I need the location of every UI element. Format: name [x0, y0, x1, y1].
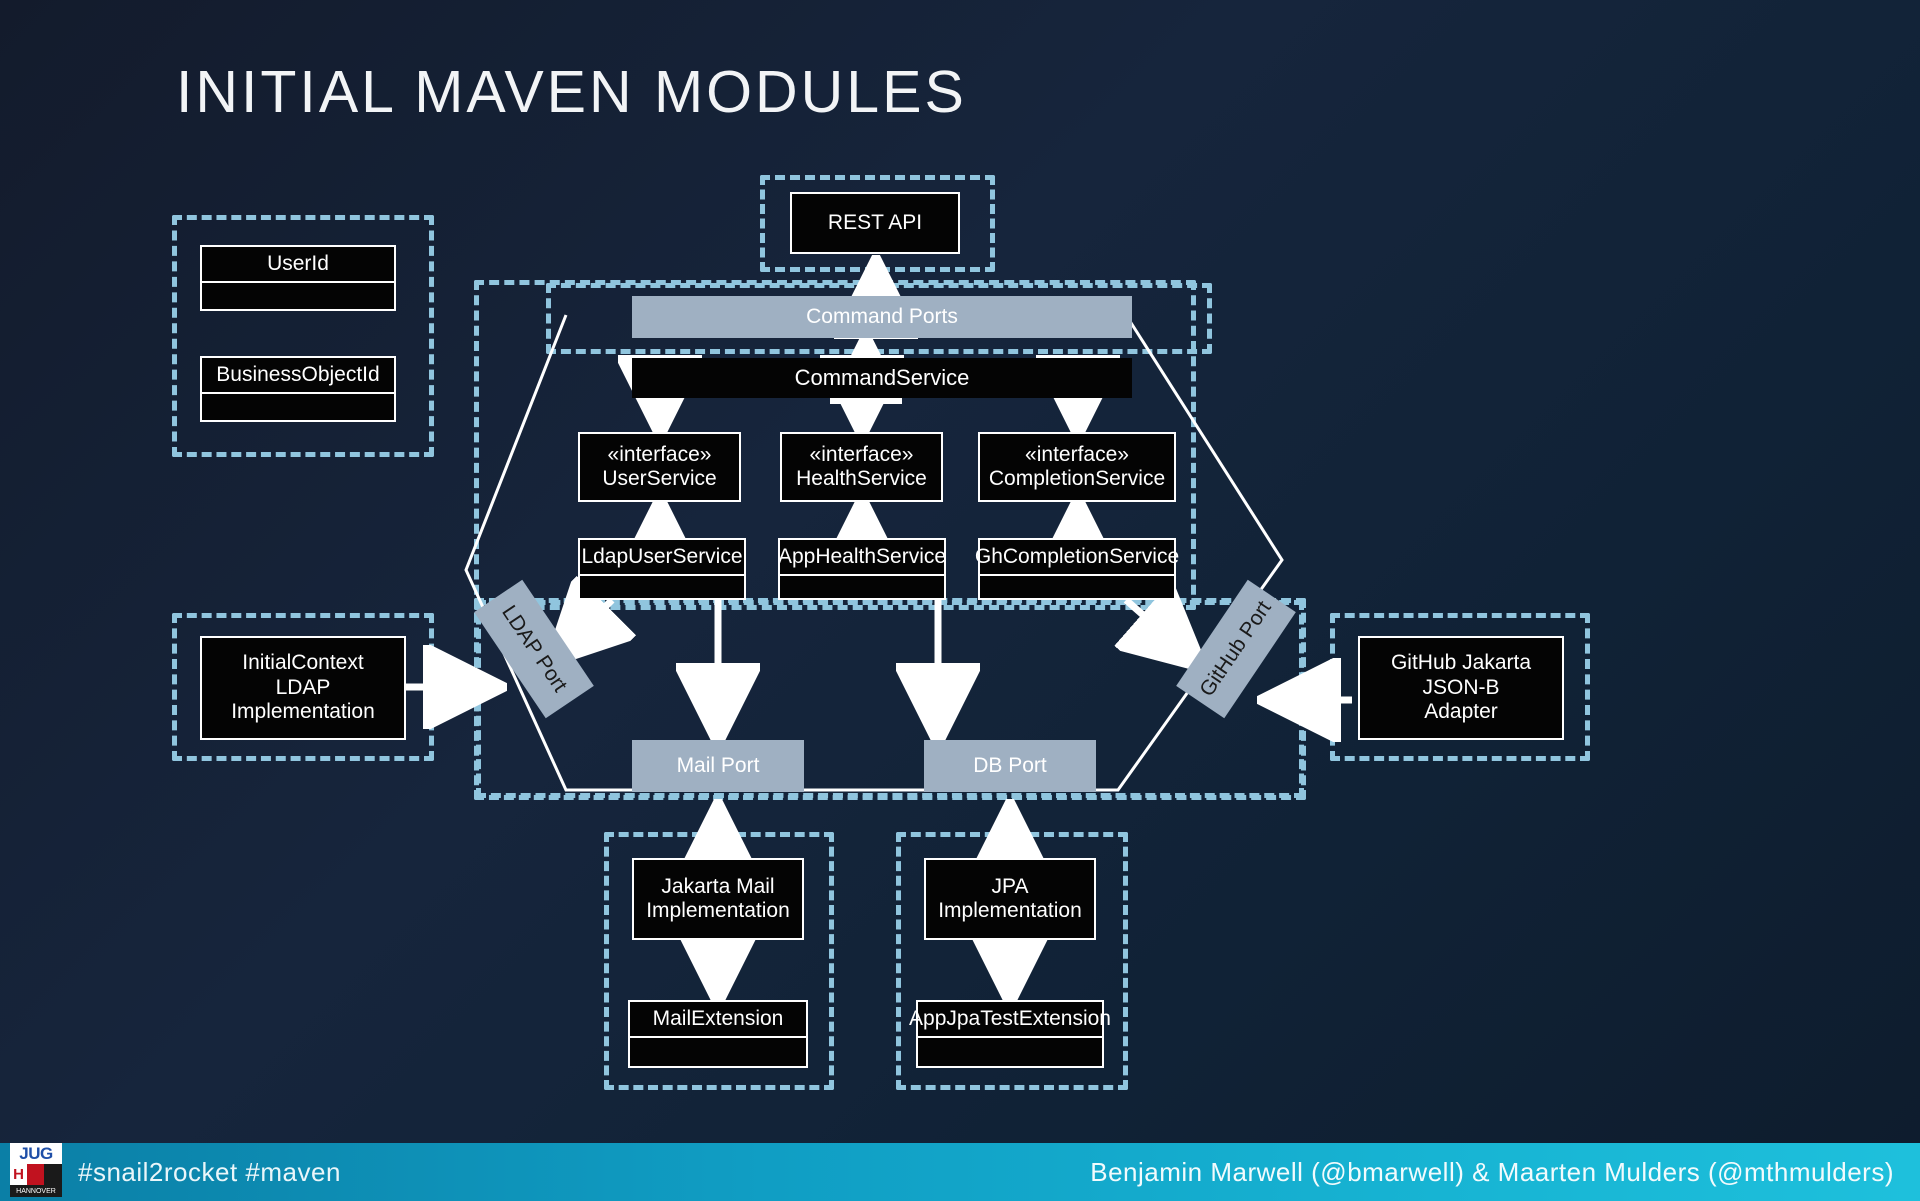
class-box-jakarta-mail-implementation[interactable]: Jakarta Mail Implementation: [632, 858, 804, 940]
class-title: UserId: [202, 247, 394, 284]
logo-letter: H: [10, 1164, 28, 1185]
port-label: Mail Port: [676, 754, 760, 777]
class-box-userservice-interface[interactable]: «interface» UserService: [578, 432, 741, 502]
logo-bottom-text: HANNOVER: [10, 1185, 62, 1197]
port-command-ports[interactable]: Command Ports: [632, 296, 1132, 338]
class-title: GitHub Jakarta JSON-B Adapter: [1390, 651, 1532, 724]
class-body: [580, 576, 744, 598]
class-box-mailextension[interactable]: MailExtension: [628, 1000, 808, 1068]
class-box-apphealthservice[interactable]: AppHealthService: [778, 538, 946, 600]
footer-bar: JUG H HANNOVER #snail2rocket #maven Benj…: [0, 1143, 1920, 1201]
class-box-ghcompletionservice[interactable]: GhCompletionService: [975, 538, 1179, 600]
class-title: InitialContext LDAP Implementation: [231, 651, 375, 724]
class-title: JPA Implementation: [938, 874, 1082, 922]
stereotype-label: «interface»: [1025, 442, 1129, 466]
logo-middle: H: [10, 1164, 62, 1185]
class-title: BusinessObjectId: [202, 358, 394, 395]
port-mail[interactable]: Mail Port: [632, 740, 804, 792]
interface-name: CompletionService: [988, 467, 1166, 490]
port-label: DB Port: [973, 754, 1047, 777]
class-box-appjpatestextension[interactable]: AppJpaTestExtension: [909, 1000, 1111, 1068]
class-box-rest-api[interactable]: REST API: [790, 192, 960, 254]
logo-dark-block: [44, 1164, 62, 1185]
stereotype-label: «interface»: [809, 442, 914, 466]
class-body: [918, 1038, 1102, 1066]
class-box-userid[interactable]: UserId: [200, 245, 396, 311]
class-title: «interface» HealthService: [782, 434, 941, 500]
class-body: [202, 394, 394, 420]
class-title: «interface» UserService: [580, 434, 739, 500]
class-box-initialcontext-ldap[interactable]: InitialContext LDAP Implementation: [200, 636, 406, 740]
class-title: LdapUserService: [580, 540, 744, 577]
class-title: GhCompletionService: [975, 540, 1179, 577]
class-title: MailExtension: [630, 1002, 806, 1039]
interface-name: UserService: [602, 467, 717, 490]
class-body: [202, 283, 394, 309]
module-group-application: [474, 598, 1306, 800]
class-box-ldapuserservice[interactable]: LdapUserService: [578, 538, 746, 600]
logo-red-block: [27, 1164, 45, 1185]
footer-hashtags: #snail2rocket #maven: [78, 1156, 341, 1187]
module-group-domain-ids: [172, 215, 434, 457]
page-title: INITIAL MAVEN MODULES: [176, 59, 967, 125]
port-label: Command Ports: [806, 305, 958, 328]
class-box-commandservice[interactable]: CommandService: [632, 358, 1132, 398]
class-title: CommandService: [794, 365, 970, 390]
class-title: REST API: [827, 210, 923, 234]
port-db[interactable]: DB Port: [924, 740, 1096, 792]
class-box-businessobjectid[interactable]: BusinessObjectId: [200, 356, 396, 422]
class-title: AppJpaTestExtension: [909, 1002, 1111, 1039]
class-title: «interface» CompletionService: [980, 434, 1174, 500]
class-title: AppHealthService: [778, 540, 946, 577]
class-title: Jakarta Mail Implementation: [646, 874, 790, 922]
logo-top-text: JUG: [19, 1144, 53, 1163]
footer-authors: Benjamin Marwell (@bmarwell) & Maarten M…: [1090, 1156, 1894, 1187]
interface-name: HealthService: [796, 467, 927, 490]
class-box-completionservice-interface[interactable]: «interface» CompletionService: [978, 432, 1176, 502]
class-body: [630, 1038, 806, 1066]
class-box-github-jakarta-adapter[interactable]: GitHub Jakarta JSON-B Adapter: [1358, 636, 1564, 740]
jug-hannover-logo: JUG H HANNOVER: [10, 1143, 62, 1197]
class-box-jpa-implementation[interactable]: JPA Implementation: [924, 858, 1096, 940]
class-box-healthservice-interface[interactable]: «interface» HealthService: [780, 432, 943, 502]
stereotype-label: «interface»: [607, 442, 712, 466]
class-body: [780, 576, 944, 598]
class-body: [980, 576, 1174, 598]
